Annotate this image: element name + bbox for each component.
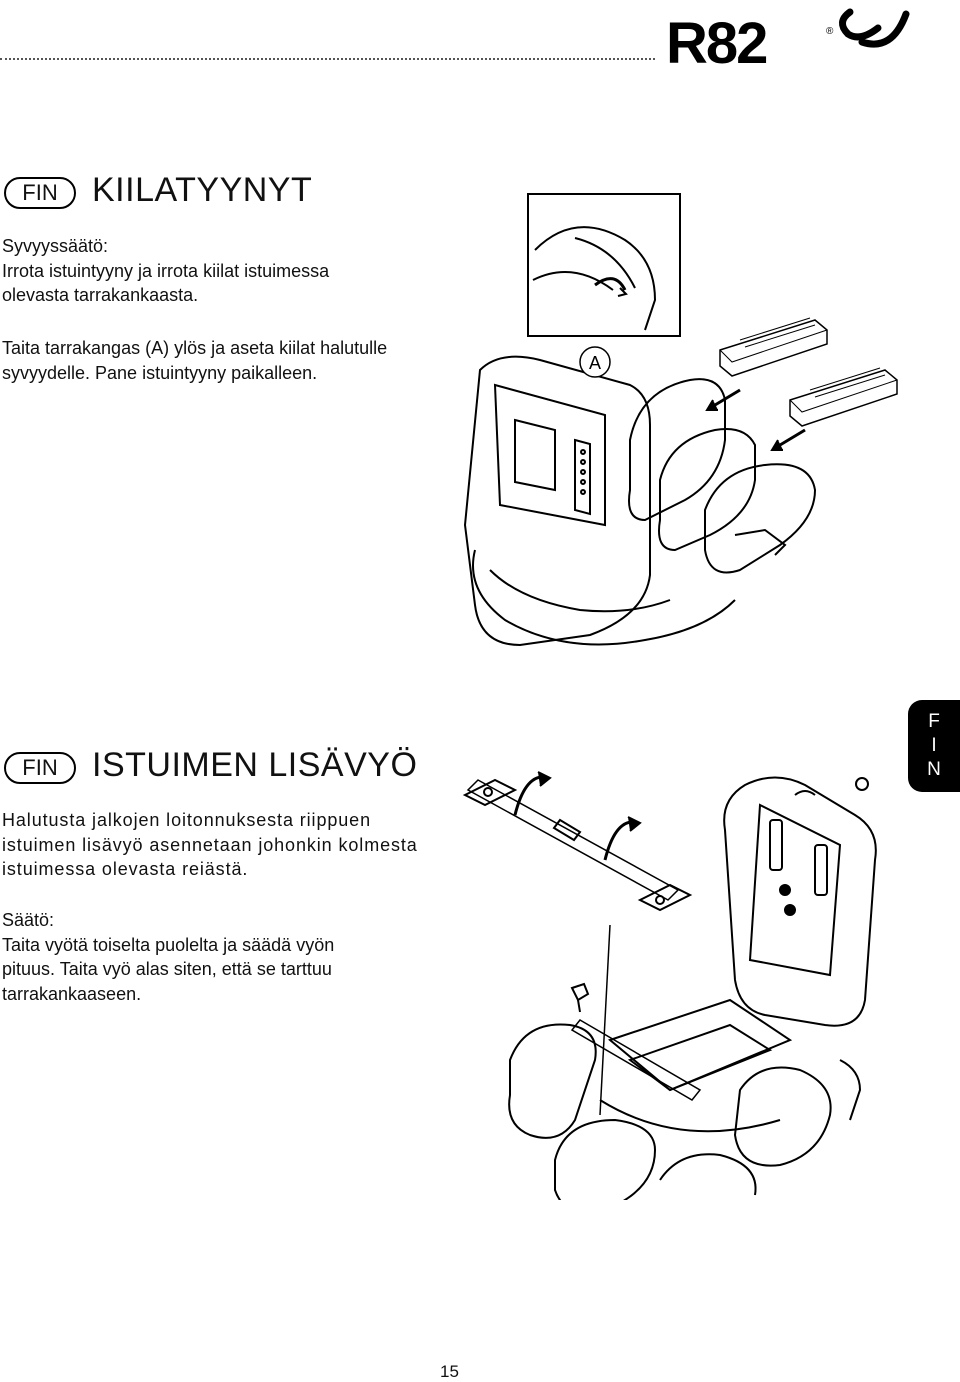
belt-position-text: Halutusta jalkojen loitonnuksesta riippu…: [2, 810, 418, 879]
page-number: 15: [440, 1362, 459, 1381]
r82-logo: R82 ®: [666, 8, 910, 68]
depth-adjustment-text: Syvyyssäätö: Irrota istuintyyny ja irrot…: [2, 236, 330, 305]
figure-label-a: A: [589, 353, 601, 373]
side-tab-letter-n: N: [927, 759, 941, 780]
side-tab-letter-f: F: [928, 711, 940, 732]
seat-wedges-illustration: A: [463, 193, 898, 647]
fold-instructions-text: Taita tarrakangas (A) ylös ja aseta kiil…: [2, 338, 388, 383]
header-dotted-rule: [0, 58, 655, 60]
belt-adjustment-text: Säätö: Taita vyötä toiselta puolelta ja …: [2, 910, 335, 1004]
registered-mark: ®: [826, 26, 834, 37]
logo-text: R82: [666, 11, 766, 68]
language-side-tab: F I N: [908, 700, 960, 792]
section-title-kiilatyynyt: KIILATYYNYT: [92, 171, 313, 209]
detail-inset-frame: [527, 193, 681, 337]
language-badge: FIN: [4, 752, 76, 784]
side-tab-letter-i: I: [931, 735, 937, 756]
language-badge: FIN: [4, 177, 76, 209]
section-title-istuimen-lisavyo: ISTUIMEN LISÄVYÖ: [92, 746, 418, 784]
label-a-badge: [579, 346, 611, 378]
seat-belt-illustration: [462, 771, 877, 1200]
